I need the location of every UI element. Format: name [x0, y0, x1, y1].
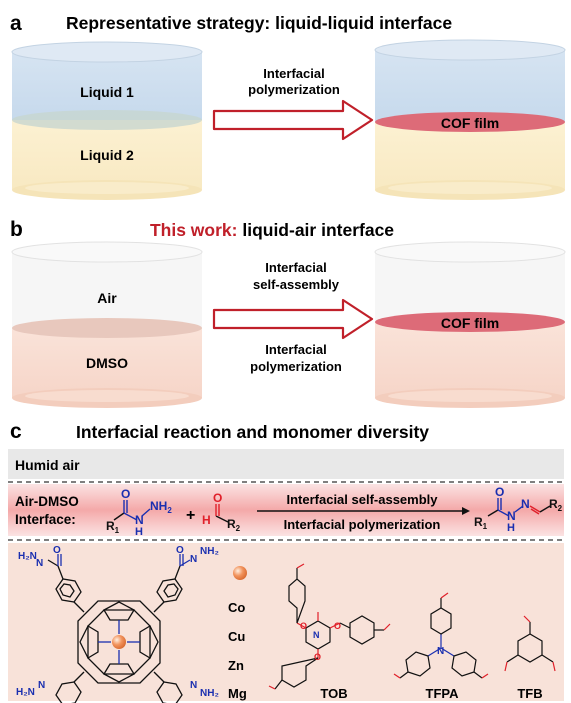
arrow-a — [212, 99, 374, 141]
panel-b-title: This work: liquid-air interface — [150, 220, 394, 240]
cof-film-b — [375, 312, 565, 332]
hydrazide-o: O — [121, 487, 130, 501]
product-n2: N — [521, 497, 530, 511]
arrow-a-label-line1: Interfacial — [263, 66, 324, 81]
panel-b-letter: b — [10, 218, 23, 241]
arrow-b-below-line1: Interfacial — [265, 342, 326, 357]
product-h: H — [507, 522, 515, 534]
tfb-label: TFB — [517, 686, 542, 701]
dmso-label: DMSO — [86, 355, 128, 371]
metal-legend-sphere — [233, 566, 247, 580]
tob-o-left: O — [300, 621, 307, 631]
metal-center — [112, 635, 126, 649]
hydrazide-nh2: NH2 — [150, 499, 172, 515]
aldehyde-o: O — [213, 491, 222, 505]
tob-structure — [268, 563, 391, 690]
porphyrin-structure — [47, 554, 191, 703]
interface-label-line1: Air-DMSO — [15, 494, 79, 509]
panel-a: a Representative strategy: liquid-liquid… — [10, 12, 566, 200]
tfpa-label: TFPA — [426, 686, 460, 701]
humid-air-label: Humid air — [15, 457, 80, 473]
cof-film-b-label: COF film — [441, 315, 499, 331]
panel-b: b This work: liquid-air interface Air DM… — [10, 218, 566, 408]
porphyrin-nh-tr: N — [190, 554, 197, 565]
tob-o-bottom: O — [314, 652, 321, 662]
metal-cu: Cu — [228, 629, 245, 644]
arrow-b — [212, 298, 374, 340]
cof-container-b: COF film — [374, 241, 566, 408]
panel-c: c Interfacial reaction and monomer diver… — [8, 420, 564, 703]
interface-band — [8, 484, 564, 536]
plus-sign: + — [186, 507, 195, 524]
metal-mg: Mg — [228, 686, 247, 701]
arrow-b-above-line2: self-assembly — [253, 277, 340, 292]
hydrazide-n: N — [135, 513, 144, 527]
metal-zn: Zn — [228, 658, 244, 673]
liquid-2-label: Liquid 2 — [80, 147, 134, 163]
porphyrin-nh2-tr: NH₂ — [200, 546, 219, 557]
tfpa-structure — [393, 592, 489, 679]
interface-label-line2: Interface: — [15, 512, 76, 527]
porphyrin-nh2-tl: H₂N — [18, 551, 37, 562]
porphyrin-nh2-bl: H₂N — [16, 687, 35, 698]
cof-container-a: COF film — [374, 39, 566, 200]
reaction-above-label: Interfacial self-assembly — [286, 492, 438, 507]
hydrazide-h: H — [135, 526, 143, 538]
porphyrin-o-tl: O — [53, 545, 61, 556]
cof-film-a — [375, 112, 565, 132]
tfpa-n: N — [437, 646, 444, 657]
arrow-b-below-line2: polymerization — [250, 359, 342, 374]
panel-a-title: Representative strategy: liquid-liquid i… — [66, 13, 452, 33]
aldehyde-structure — [215, 504, 229, 523]
porphyrin-nh-br: N — [190, 680, 197, 691]
porphyrin-o-tr: O — [176, 545, 184, 556]
panel-c-letter: c — [10, 420, 22, 443]
air-label: Air — [97, 290, 117, 306]
panel-c-title: Interfacial reaction and monomer diversi… — [76, 422, 429, 442]
cof-film-a-label: COF film — [441, 115, 499, 131]
humid-air-band — [8, 449, 564, 479]
this-work-highlight: This work: — [150, 220, 238, 240]
tob-triazine-n: N — [313, 630, 320, 640]
porphyrin-nh-tl: N — [36, 558, 43, 569]
arrow-a-label-line2: polymerization — [248, 82, 340, 97]
reaction-below-label: Interfacial polymerization — [284, 517, 441, 532]
liquid-1-label: Liquid 1 — [80, 84, 134, 100]
metal-co: Co — [228, 600, 245, 615]
porphyrin-nh2-br: NH₂ — [200, 688, 219, 699]
liquid-air-container: Air DMSO — [11, 241, 203, 408]
arrow-b-above-line1: Interfacial — [265, 260, 326, 275]
monomer-band — [8, 543, 564, 701]
tfb-structure — [504, 615, 556, 672]
product-o: O — [495, 485, 504, 499]
porphyrin-nh-bl: N — [38, 680, 45, 691]
liquid-liquid-container: Liquid 1 Liquid 2 — [11, 41, 203, 200]
panel-b-title-rest: liquid-air interface — [242, 220, 394, 240]
panel-a-letter: a — [10, 12, 22, 35]
product-n1: N — [507, 509, 516, 523]
tob-label: TOB — [320, 686, 347, 701]
tob-o-right: O — [334, 621, 341, 631]
aldehyde-h: H — [202, 513, 211, 527]
hydrazone-product — [487, 498, 551, 517]
hydrazide-structure — [113, 500, 151, 521]
